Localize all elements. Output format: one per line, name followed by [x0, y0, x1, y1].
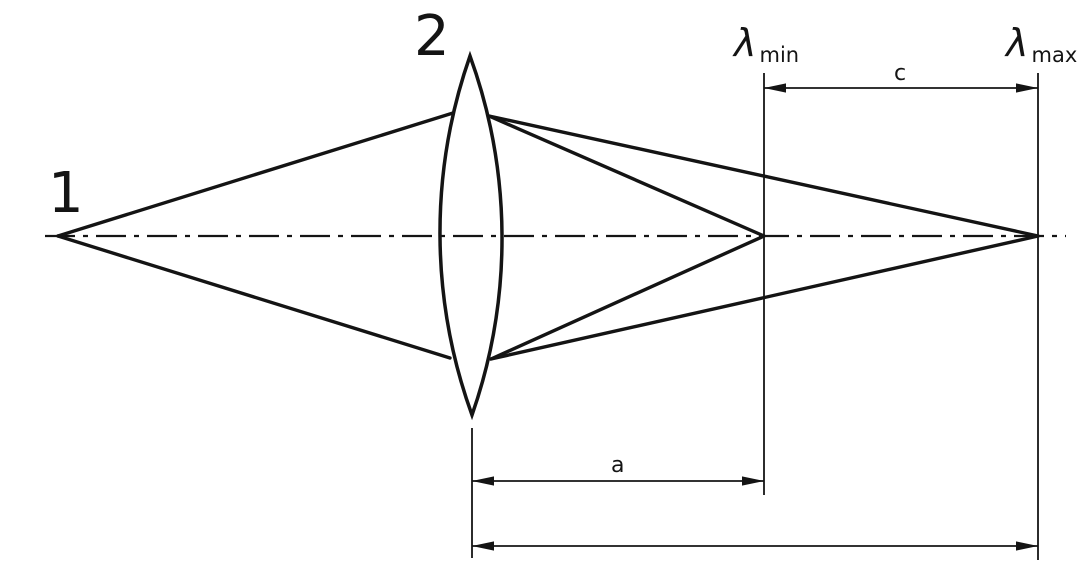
lambda-min-symbol: λ [732, 21, 757, 65]
ray-upper-to-lambda-min [487, 114, 766, 238]
ray-upper-incident [56, 111, 455, 238]
lambda-min-subscript: min [760, 43, 800, 67]
label-point-source: 1 [48, 161, 84, 226]
label-dim-a: a [611, 453, 624, 478]
lambda-max-symbol: λ [1004, 21, 1029, 65]
lambda-max-subscript: max [1032, 43, 1078, 67]
ray-lower-to-lambda-min [489, 234, 766, 361]
label-lens: 2 [414, 4, 450, 69]
lens-outline [438, 50, 504, 421]
ray-lower-incident [56, 234, 452, 360]
label-dim-c: c [894, 61, 906, 86]
